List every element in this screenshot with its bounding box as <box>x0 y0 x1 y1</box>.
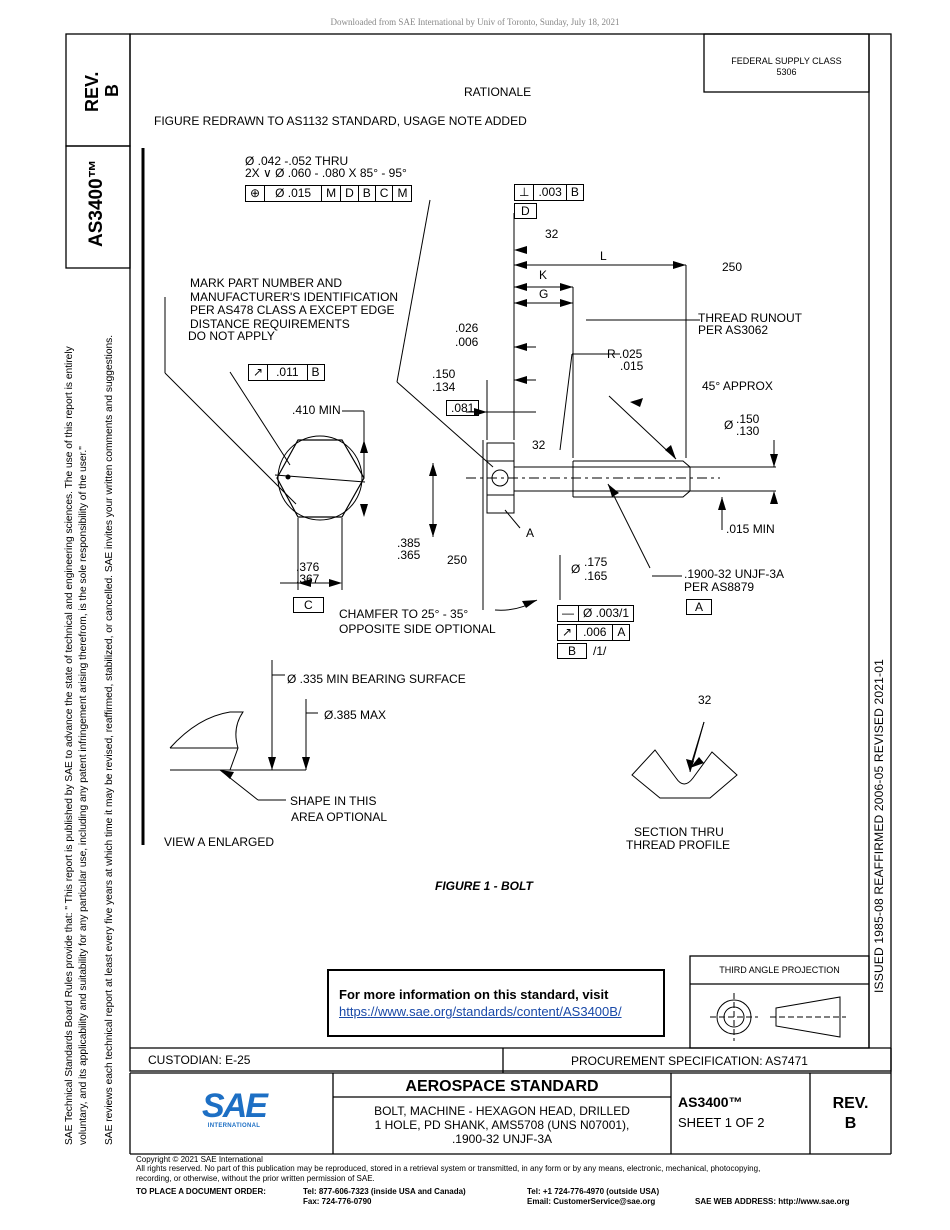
hole-note-line-1: Ø .042 -.052 THRU <box>245 154 349 168</box>
finish-32-mid: 32 <box>532 438 546 452</box>
min-015: .015 MIN <box>726 522 775 536</box>
procurement: PROCUREMENT SPECIFICATION: AS7471 <box>571 1054 808 1068</box>
mark-note-4: DISTANCE REQUIREMENTS <box>190 317 350 331</box>
datum-d: D <box>514 203 537 219</box>
chamfer-note-2: OPPOSITE SIDE OPTIONAL <box>339 622 496 636</box>
radius-r: R .025 <box>607 347 643 361</box>
shank-1: .175 <box>584 555 608 569</box>
info-box: For more information on this standard, v… <box>327 969 665 1037</box>
datum-a-box: A <box>686 599 713 615</box>
hole-note-line-2: 2X ∨ Ø .060 - .080 X 85° - 95° <box>245 166 407 180</box>
rights-2: recording, or otherwise, without the pri… <box>136 1174 375 1183</box>
shank-2: .165 <box>584 569 608 583</box>
dim-081: .081 <box>446 400 480 416</box>
sheet-number: SHEET 1 OF 2 <box>678 1115 765 1130</box>
desc-line-2: 1 HOLE, PD SHANK, AMS5708 (UNS N07001), <box>374 1118 630 1132</box>
mark-note-5: DO NOT APPLY <box>188 329 275 343</box>
rights-1: All rights reserved. No part of this pub… <box>136 1164 761 1173</box>
dim-l: L <box>600 249 607 263</box>
supply-class-label: FEDERAL SUPPLY CLASS <box>731 56 842 66</box>
angle-45: 45° APPROX <box>702 379 773 393</box>
finish-250-mid: 250 <box>447 553 468 567</box>
datum-b: B <box>557 643 588 659</box>
download-note: Downloaded from SAE International by Uni… <box>330 17 620 27</box>
view-a-label: VIEW A ENLARGED <box>164 835 275 849</box>
thread-runout-1: THREAD RUNOUT <box>698 311 802 325</box>
supply-class-value: 5306 <box>776 67 797 77</box>
web-address: SAE WEB ADDRESS: http://www.sae.org <box>695 1197 850 1206</box>
dim-026: .026 <box>455 321 479 335</box>
dim-385: .385 <box>397 536 421 550</box>
standard-title: AEROSPACE STANDARD <box>405 1078 599 1095</box>
info-link[interactable]: https://www.sae.org/standards/content/AS… <box>339 1004 622 1019</box>
thread-dia-2: .130 <box>736 424 760 438</box>
title-rev-label: REV. <box>832 1095 869 1112</box>
datum-c: C <box>293 597 324 613</box>
shank-dia-sym: Ø <box>571 562 581 576</box>
thread-dia-1: .150 <box>736 412 760 426</box>
section-label-2: THREAD PROFILE <box>626 838 731 852</box>
fax: Fax: 724-776-0790 <box>303 1197 372 1206</box>
projection-label: THIRD ANGLE PROJECTION <box>719 965 840 975</box>
finish-32-thread: 32 <box>698 693 712 707</box>
email: Email: CustomerService@sae.org <box>527 1197 656 1206</box>
dim-g: G <box>539 287 549 301</box>
sae-logo-sub: INTERNATIONAL <box>207 1123 261 1129</box>
across-flats: .410 MIN <box>292 403 341 417</box>
tel-us: Tel: 877-606-7323 (inside USA and Canada… <box>303 1187 466 1196</box>
fcf-runout-head: ↗ .011 B <box>248 364 325 381</box>
dim-365: .365 <box>397 548 421 562</box>
fcf-straightness: — Ø .003/1 <box>557 605 635 622</box>
shape-note-1: SHAPE IN THIS <box>290 794 377 808</box>
title-rev-value: B <box>844 1115 857 1132</box>
thread-dia-sym: Ø <box>724 418 734 432</box>
thread-runout-2: PER AS3062 <box>698 323 769 337</box>
dim-367: .367 <box>296 572 320 586</box>
rationale-title: RATIONALE <box>464 85 532 99</box>
dim-006: .006 <box>455 335 479 349</box>
max385-note: Ø.385 MAX <box>324 708 387 722</box>
order-label: TO PLACE A DOCUMENT ORDER: <box>136 1187 266 1196</box>
finish-32-top: 32 <box>545 227 559 241</box>
sae-logo-text: SAE <box>202 1087 268 1125</box>
datum-b-note: /1/ <box>593 644 607 658</box>
desc-line-1: BOLT, MACHINE - HEXAGON HEAD, DRILLED <box>374 1104 630 1118</box>
thread-spec-2: PER AS8879 <box>684 580 755 594</box>
info-text: For more information on this standard, v… <box>339 987 609 1002</box>
mark-note-2: MANUFACTURER'S IDENTIFICATION <box>190 290 399 304</box>
datum-a-label: A <box>526 526 535 540</box>
rationale-text: FIGURE REDRAWN TO AS1132 STANDARD, USAGE… <box>154 114 527 128</box>
bearing-note: Ø .335 MIN BEARING SURFACE <box>287 672 466 686</box>
dim-376: .376 <box>296 560 320 574</box>
dim-134: .134 <box>432 380 456 394</box>
radius-r-2: .015 <box>620 359 644 373</box>
desc-line-3: .1900-32 UNJF-3A <box>451 1132 553 1146</box>
copyright: Copyright © 2021 SAE International <box>136 1155 263 1164</box>
tel-int: Tel: +1 724-776-4970 (outside USA) <box>527 1187 660 1196</box>
finish-250-top: 250 <box>722 260 743 274</box>
section-label-1: SECTION THRU <box>634 825 724 839</box>
mark-note-3: PER AS478 CLASS A EXCEPT EDGE <box>190 303 395 317</box>
sae-logo: SAE INTERNATIONAL <box>200 1089 268 1137</box>
thread-spec-1: .1900-32 UNJF-3A <box>684 567 785 581</box>
custodian: CUSTODIAN: E-25 <box>148 1053 251 1067</box>
figure-caption: FIGURE 1 - BOLT <box>435 879 533 893</box>
dim-150: .150 <box>432 367 456 381</box>
dim-k: K <box>539 268 548 282</box>
fcf-runout-shank: ↗ .006 A <box>557 624 631 641</box>
chamfer-note-1: CHAMFER TO 25° - 35° <box>339 607 469 621</box>
mark-note-1: MARK PART NUMBER AND <box>190 276 343 290</box>
title-doc-number: AS3400™ <box>678 1094 743 1110</box>
fcf-perpendicularity: ⊥ .003 B <box>514 184 584 201</box>
shape-note-2: AREA OPTIONAL <box>291 810 388 824</box>
fcf-position: ⊕ Ø .015 M D B C M <box>245 185 413 202</box>
